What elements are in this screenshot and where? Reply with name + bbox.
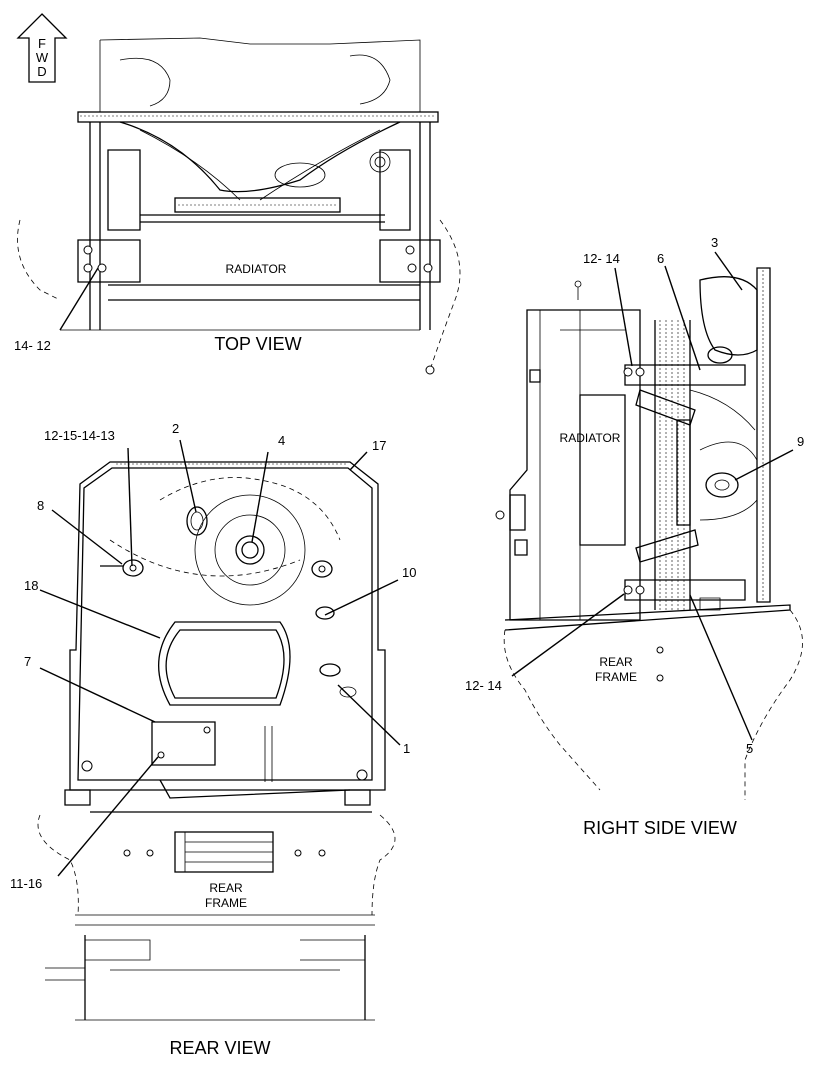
top-view: RADIATOR TOP VIEW 14- 12	[14, 37, 461, 375]
callout-side-3: 3	[711, 235, 718, 250]
side-frame-label-line1: REAR	[599, 655, 633, 669]
top-view-title: TOP VIEW	[214, 334, 301, 354]
callout-rear-2: 2	[172, 421, 179, 436]
callout-rear-18: 18	[24, 578, 38, 593]
right-side-view-title: RIGHT SIDE VIEW	[583, 818, 737, 838]
fwd-letter-w: W	[36, 50, 49, 65]
callout-rear-10: 10	[402, 565, 416, 580]
callout-side-12-14-bottom: 12- 14	[465, 678, 502, 693]
rear-frame-label-line2: FRAME	[205, 896, 247, 910]
side-radiator-label: RADIATOR	[560, 431, 621, 445]
callout-rear-12-15-14-13: 12-15-14-13	[44, 428, 115, 443]
callout-side-6: 6	[657, 251, 664, 266]
callout-rear-17: 17	[372, 438, 386, 453]
callout-rear-8: 8	[37, 498, 44, 513]
fwd-arrow-icon: F W D	[16, 13, 68, 83]
callout-rear-4: 4	[278, 433, 285, 448]
rear-view: REAR FRAME REAR VIEW 12-15-14-13 2 4 17 …	[10, 421, 416, 1058]
side-frame-label-line2: FRAME	[595, 670, 637, 684]
callout-side-12-14-top: 12- 14	[583, 251, 620, 266]
callout-side-9: 9	[797, 434, 804, 449]
callout-rear-11-16: 11-16	[10, 876, 42, 891]
fwd-letter-f: F	[38, 36, 46, 51]
fwd-letter-d: D	[37, 64, 46, 79]
callout-rear-1: 1	[403, 741, 410, 756]
callout-rear-7: 7	[24, 654, 31, 669]
right-side-view: REAR FRAME RADIATOR RIGHT SIDE VIEW 12- …	[465, 235, 804, 838]
callout-side-5: 5	[746, 741, 753, 756]
rear-frame-label-line1: REAR	[209, 881, 243, 895]
callout-top-14-12: 14- 12	[14, 338, 51, 353]
rear-view-title: REAR VIEW	[169, 1038, 270, 1058]
top-radiator-label: RADIATOR	[226, 262, 287, 276]
